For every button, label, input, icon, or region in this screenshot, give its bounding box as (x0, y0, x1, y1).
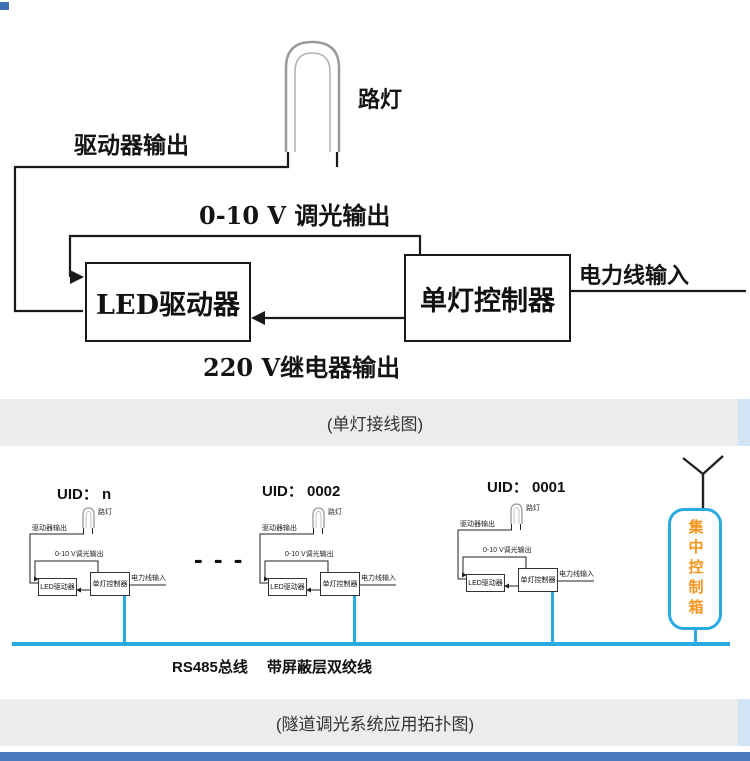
uid-label-0002: UID： 0002 (262, 483, 341, 500)
driver-output-label: 驱动器输出 (74, 132, 189, 159)
led-driver-box: LED驱动器 (85, 262, 251, 342)
uid-label-0001: UID： 0001 (487, 479, 566, 496)
mini-lamp-controller-box: 单灯控制器 (518, 568, 558, 592)
page-edge-sliver (738, 699, 750, 746)
ellipsis-dashes: - - - (194, 544, 245, 574)
mini-power-input-label: 电力线输入 (559, 571, 594, 578)
mini-dimming-output-label: 0-10 V调光输出 (285, 551, 334, 558)
mini-led-driver-box: LED驱动器 (268, 578, 307, 596)
central-control-box: 集中控制箱 (668, 508, 722, 630)
mini-street-lamp-label: 路灯 (526, 505, 540, 512)
lamp-controller-box: 单灯控制器 (404, 254, 571, 342)
caption-topology-text: (隧道调光系统应用拓扑图) (275, 715, 475, 734)
dimming-output-label: 0-10 V 调光输出 (199, 201, 391, 230)
mini-wiring-lines (29, 507, 166, 593)
wiring-lines (13, 40, 746, 325)
mini-power-input-label: 电力线输入 (361, 575, 396, 582)
page-edge-sliver (738, 399, 750, 446)
power-line-input-label: 电力线输入 (579, 263, 690, 289)
caption-single-lamp: (单灯接线图) (0, 399, 750, 446)
mini-wiring-lines (259, 507, 396, 593)
mini-lamp-controller-box: 单灯控制器 (90, 572, 130, 596)
caption-single-lamp-text: (单灯接线图) (326, 415, 424, 434)
mini-street-lamp-label: 路灯 (98, 509, 112, 516)
mini-dimming-output-label: 0-10 V调光输出 (55, 551, 104, 558)
lamp-unit-n: 路灯 驱动器输出 0-10 V调光输出 LED驱动器 单灯控制器 电力线输入 (28, 505, 168, 617)
bus-drop-line (551, 592, 554, 646)
mini-led-driver-box: LED驱动器 (38, 578, 77, 596)
led-driver-box-label: LED驱动器 (96, 289, 240, 321)
street-lamp-label: 路灯 (358, 87, 403, 113)
rs485-bus-label: RS485总线 带屏蔽层双绞线 (172, 659, 373, 676)
mini-wiring-lines (457, 503, 594, 589)
lamp-unit-0002: 路灯 驱动器输出 0-10 V调光输出 LED驱动器 单灯控制器 电力线输入 (258, 505, 398, 617)
mini-driver-output-label: 驱动器输出 (460, 521, 495, 528)
bus-drop-line (353, 596, 356, 646)
bus-drop-line (694, 628, 697, 646)
mini-led-driver-box: LED驱动器 (466, 574, 505, 592)
mini-driver-output-label: 驱动器输出 (32, 525, 67, 532)
mini-lamp-controller-box: 单灯控制器 (320, 572, 360, 596)
caption-topology: (隧道调光系统应用拓扑图) (0, 699, 750, 746)
mini-driver-output-label: 驱动器输出 (262, 525, 297, 532)
lamp-unit-0001: 路灯 驱动器输出 0-10 V调光输出 LED驱动器 单灯控制器 电力线输入 (456, 501, 596, 613)
mini-street-lamp-label: 路灯 (328, 509, 342, 516)
mini-dimming-output-label: 0-10 V调光输出 (483, 547, 532, 554)
lamp-controller-box-label: 单灯控制器 (420, 285, 555, 317)
page-bottom-bar (0, 752, 750, 761)
central-control-box-label: 集中控制箱 (686, 519, 704, 619)
mini-power-input-label: 电力线输入 (131, 575, 166, 582)
uid-label-n: UID： n (57, 486, 112, 503)
rs485-bus-line (12, 642, 730, 646)
page-edge-mark (0, 2, 9, 10)
relay-output-label: 220 V继电器输出 (203, 353, 401, 382)
bus-drop-line (123, 596, 126, 646)
antenna-icon (682, 455, 724, 510)
